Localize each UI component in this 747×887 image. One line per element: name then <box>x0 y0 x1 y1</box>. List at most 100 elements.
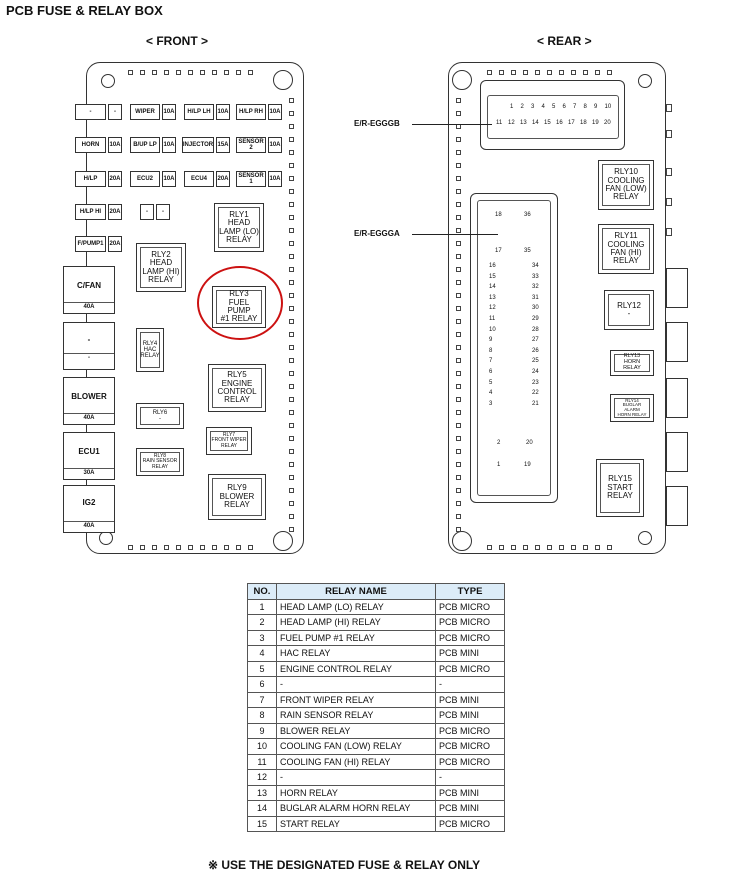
pin-number: 14 <box>532 120 539 126</box>
terminal-square <box>289 527 294 532</box>
page-title: PCB FUSE & RELAY BOX <box>6 3 163 18</box>
relay-label: RLY7 <box>222 432 236 439</box>
relay-label: LAMP (LO) <box>219 226 259 236</box>
pin-number: 9 <box>489 337 493 344</box>
fuse-amp: 10A <box>216 104 230 120</box>
terminal-square <box>456 150 461 155</box>
terminal-square <box>607 545 612 550</box>
table-cell: 4 <box>247 645 277 662</box>
terminal-square <box>289 241 294 246</box>
main-fuse: IG2 40A <box>63 485 115 533</box>
terminal-square <box>456 176 461 181</box>
fuse-amp: - <box>108 104 122 120</box>
mount-hole-icon <box>273 531 293 551</box>
leader-line <box>412 234 498 235</box>
terminal-square <box>164 70 169 75</box>
fuse-name: SENSOR 1 <box>236 171 266 187</box>
terminal-square <box>289 462 294 467</box>
terminal-square <box>456 98 461 103</box>
table-cell: PCB MICRO <box>435 598 505 615</box>
relay-label: HAC <box>143 346 157 353</box>
terminal-square <box>289 163 294 168</box>
terminal-square <box>456 449 461 454</box>
table-cell: PCB MINI <box>435 691 505 708</box>
pin-number: 4 <box>541 104 545 110</box>
relay-label: RLY10 <box>614 167 638 177</box>
terminal-square <box>511 70 516 75</box>
connector-egggb <box>480 80 625 150</box>
relay-label: RLY15 <box>608 474 632 484</box>
relay-label: FAN (LOW) <box>605 184 647 193</box>
side-clip <box>666 104 672 112</box>
relay-label: BUGLAR ALARM <box>622 402 642 412</box>
terminal-square <box>456 514 461 519</box>
footer-note: ※ USE THE DESIGNATED FUSE & RELAY ONLY <box>208 858 481 872</box>
table-cell: PCB MICRO <box>435 753 505 770</box>
terminal-square <box>176 70 181 75</box>
relay-label: RAIN SENSOR <box>142 458 178 465</box>
terminal-square <box>559 70 564 75</box>
terminal-square <box>547 70 552 75</box>
terminal-square <box>456 475 461 480</box>
terminal-square <box>456 488 461 493</box>
pin-number: 7 <box>489 358 493 365</box>
side-clip <box>666 168 672 176</box>
main-fuse: C/FAN 40A <box>63 266 115 314</box>
relay-label: RELAY <box>151 463 169 470</box>
terminal-square <box>152 70 157 75</box>
terminal-square <box>289 358 294 363</box>
relay-label: LAMP (HI) <box>142 266 180 276</box>
fuse-amp: 10A <box>108 137 122 153</box>
side-clip <box>666 228 672 236</box>
terminal-square <box>289 332 294 337</box>
pin-number: 11 <box>496 120 503 126</box>
relay-label: RELAY <box>607 491 633 501</box>
table-cell: 9 <box>247 722 277 739</box>
pin-number: 15 <box>544 120 551 126</box>
pin-number: 19 <box>524 462 531 468</box>
relay-1: RLY1 HEAD LAMP (LO) RELAY <box>214 203 264 252</box>
relay-label: RLY13 <box>623 353 641 360</box>
terminal-square <box>289 215 294 220</box>
pin-number: 30 <box>532 305 539 312</box>
terminal-square <box>289 124 294 129</box>
table-cell: 10 <box>247 738 277 755</box>
pin-number: 18 <box>495 212 502 218</box>
highlight-circle <box>197 266 283 340</box>
relay-label: - <box>159 416 161 422</box>
fuse-amp: 20A <box>216 171 230 187</box>
table-cell: - <box>435 676 505 693</box>
relay-label: HEAD <box>227 218 251 228</box>
terminal-square <box>535 545 540 550</box>
fuse-name: - <box>140 204 154 220</box>
terminal-square <box>212 70 217 75</box>
terminal-square <box>289 150 294 155</box>
relay-label: RELAY <box>148 274 174 284</box>
terminal-square <box>212 545 217 550</box>
pin-number: 13 <box>489 294 496 301</box>
terminal-square <box>523 545 528 550</box>
mount-hole-icon <box>101 74 115 88</box>
relay-label: RELAY <box>613 192 639 202</box>
table-cell: PCB MICRO <box>435 614 505 631</box>
terminal-square <box>289 384 294 389</box>
terminal-square <box>456 371 461 376</box>
side-fuse-holder <box>666 486 688 526</box>
mount-hole-icon <box>638 74 652 88</box>
pin-number: 5 <box>489 379 493 386</box>
terminal-square <box>456 462 461 467</box>
terminal-square <box>289 267 294 272</box>
relay-15: RLY15 START RELAY <box>596 459 644 517</box>
table-cell: PCB MINI <box>435 800 505 817</box>
main-fuse-name: ECU1 <box>78 447 100 456</box>
terminal-square <box>176 545 181 550</box>
terminal-square <box>456 306 461 311</box>
table-cell: RAIN SENSOR RELAY <box>276 707 436 724</box>
pin-number: 10 <box>489 326 496 333</box>
pin-number: 24 <box>532 369 539 375</box>
relay-label: RLY9 <box>227 483 247 493</box>
table-cell: PCB MICRO <box>435 629 505 646</box>
relay-13: RLY13 HORN RELAY <box>610 350 654 376</box>
pin-number: 12 <box>508 120 515 126</box>
